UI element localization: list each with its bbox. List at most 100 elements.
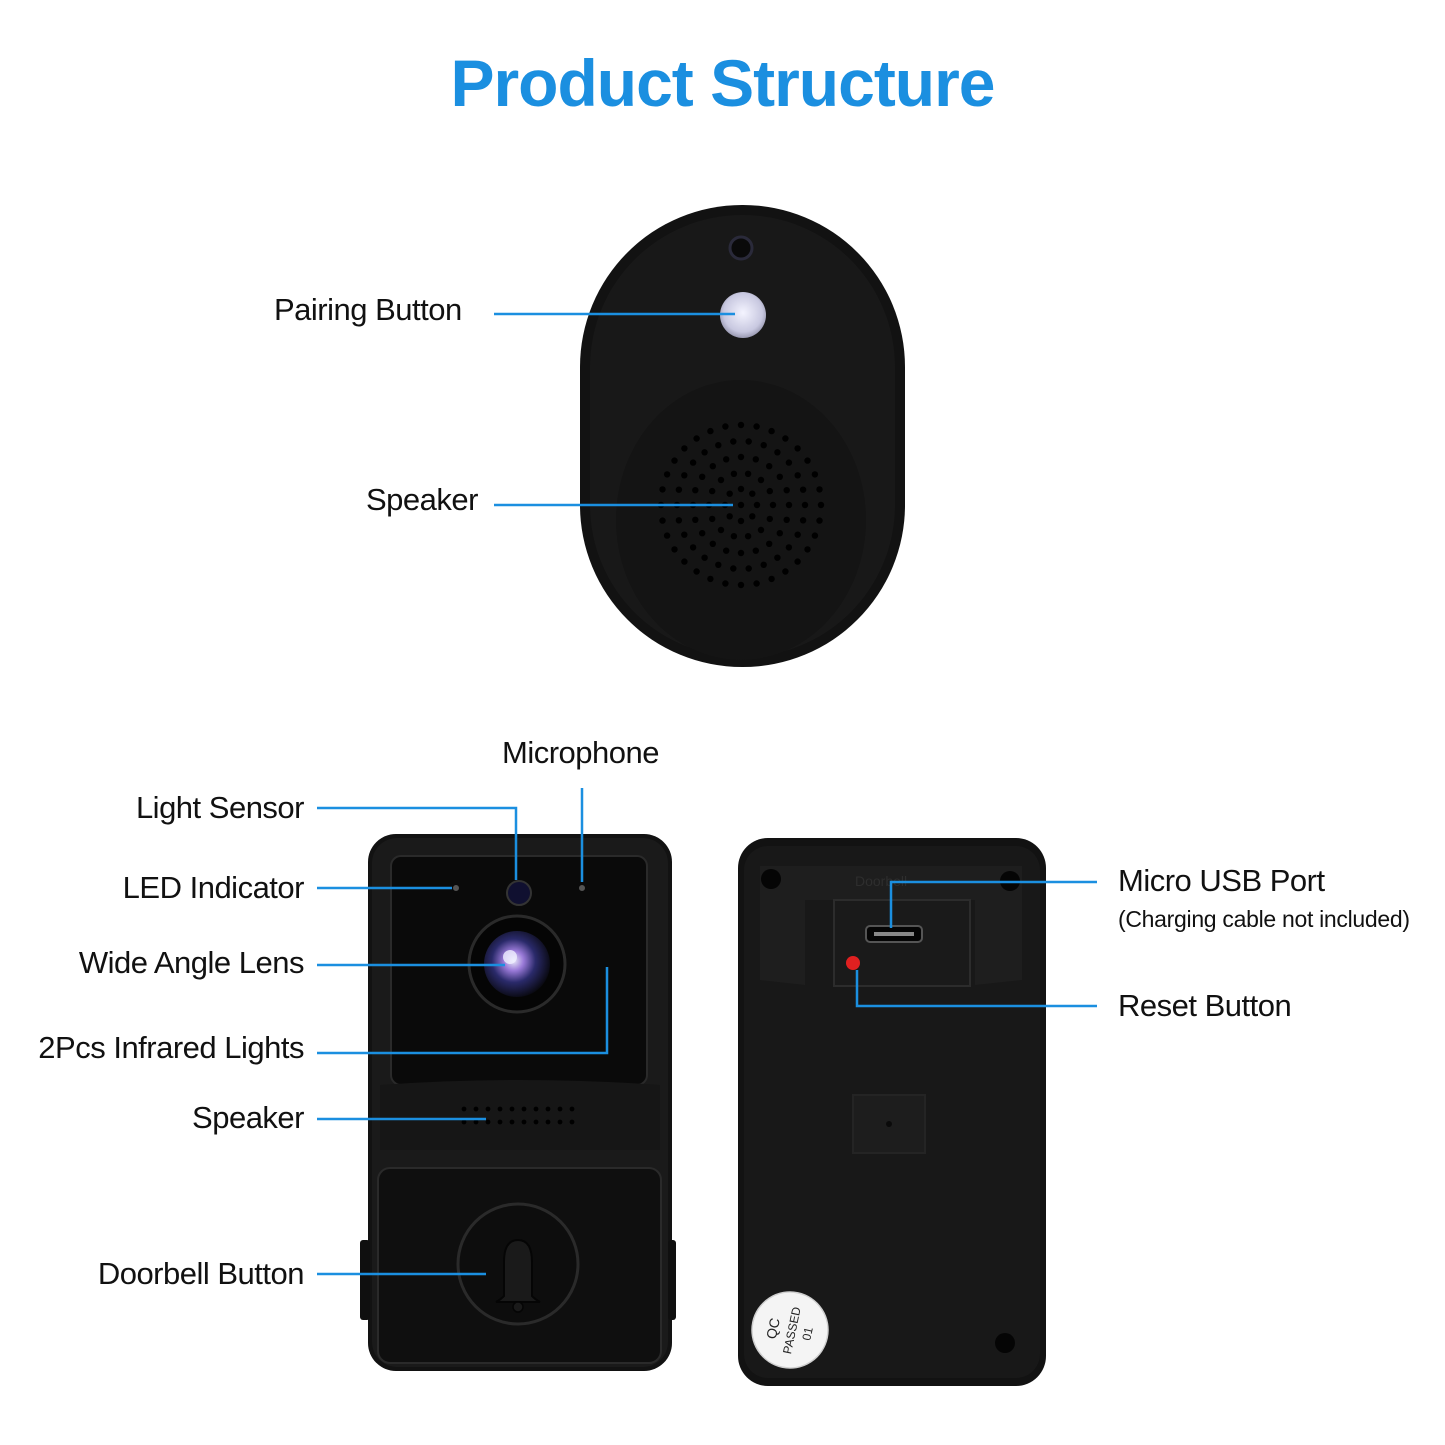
speaker-hole (569, 1106, 575, 1112)
speaker-hole (709, 487, 716, 495)
speaker-hole (753, 501, 761, 509)
speaker-hole (717, 476, 725, 484)
speaker-hole (671, 457, 678, 464)
speaker-hole (473, 1119, 479, 1125)
speaker-hole (752, 456, 759, 463)
speaker-hole (799, 517, 807, 524)
microphone-icon (579, 885, 585, 891)
speaker-hole (816, 486, 823, 493)
speaker-hole (663, 471, 671, 478)
speaker-hole (760, 561, 767, 568)
speaker-hole (737, 549, 745, 557)
speaker-hole (461, 1106, 467, 1112)
speaker-hole (681, 531, 688, 538)
speaker-hole (521, 1106, 527, 1112)
pairing-button-icon (720, 292, 766, 338)
page-title: Product Structure (450, 46, 995, 120)
line-reset-button (855, 970, 1097, 1008)
speaker-hole (737, 421, 745, 429)
svg-text:QC: QC (763, 1316, 783, 1340)
bell-icon (495, 1238, 541, 1303)
qc-sticker: QC PASSED 01 (751, 1291, 829, 1369)
speaker-hole (752, 547, 759, 554)
speaker-hole (693, 568, 700, 575)
speaker-hole (744, 470, 752, 477)
speaker-hole (497, 1106, 503, 1112)
speaker-hole (774, 449, 781, 456)
speaker-hole (533, 1106, 539, 1112)
speaker-hole (730, 470, 738, 477)
speaker-hole (659, 517, 666, 524)
speaker-hole (509, 1106, 515, 1112)
speaker-hole (569, 1119, 575, 1125)
speaker-hole (709, 515, 716, 523)
leader-lines (317, 312, 1097, 1276)
speaker-hole (692, 516, 699, 523)
speaker-hole (726, 490, 733, 497)
speaker-hole (744, 533, 752, 540)
speaker-hole (768, 575, 775, 583)
speaker-hole (699, 530, 706, 537)
label-wide-angle-lens: Wide Angle Lens (78, 945, 305, 980)
speaker-hole (723, 456, 730, 463)
speaker-hole (753, 423, 760, 430)
label-front-speaker: Speaker (192, 1100, 304, 1135)
speaker-hole (485, 1119, 491, 1125)
speaker-hole (726, 513, 733, 520)
speaker-hole (689, 459, 697, 466)
speaker-hole (715, 561, 722, 568)
speaker-hole (681, 445, 688, 452)
speaker-hole (753, 580, 760, 587)
speaker-hole (749, 490, 756, 497)
label-light-sensor: Light Sensor (135, 790, 305, 825)
front-speaker-grille (461, 1106, 575, 1125)
speaker-hole (785, 544, 793, 551)
svg-text:01: 01 (799, 1325, 816, 1341)
label-reset-button: Reset Button (1118, 988, 1292, 1023)
speaker-hole (816, 517, 823, 524)
speaker-hole (799, 486, 807, 493)
speaker-hole (681, 472, 688, 479)
speaker-hole (722, 423, 729, 430)
speaker-hole (557, 1119, 563, 1125)
label-infrared-lights: 2Pcs Infrared Lights (38, 1030, 304, 1065)
speaker-hole (663, 532, 671, 539)
speaker-hole (692, 487, 699, 494)
speaker-hole (545, 1106, 551, 1112)
speaker-hole (722, 580, 729, 587)
speaker-hole (766, 487, 773, 495)
speaker-hole (693, 435, 700, 442)
speaker-hole (804, 546, 811, 553)
speaker-hole (737, 581, 745, 589)
speaker-hole (745, 438, 752, 445)
speaker-hole (737, 453, 745, 461)
chime-speaker-grille (657, 421, 825, 589)
line-infrared-lights (317, 967, 609, 1055)
speaker-hole (785, 459, 793, 466)
label-chime-speaker: Speaker (366, 482, 478, 517)
label-doorbell-button: Doorbell Button (97, 1256, 305, 1291)
speaker-hole (757, 476, 765, 484)
speaker-hole (461, 1119, 467, 1125)
speaker-hole (701, 554, 708, 561)
speaker-hole (794, 445, 801, 452)
speaker-hole (774, 554, 781, 561)
speaker-hole (776, 530, 783, 537)
speaker-hole (707, 427, 714, 435)
front-doorbell (360, 834, 676, 1371)
reset-button-icon (846, 956, 860, 970)
speaker-hole (783, 516, 790, 523)
speaker-hole (776, 473, 783, 480)
speaker-hole (473, 1106, 479, 1112)
speaker-hole (730, 533, 738, 540)
speaker-hole (804, 457, 811, 464)
speaker-hole (509, 1119, 515, 1125)
label-microphone: Microphone (502, 735, 659, 770)
speaker-hole (737, 501, 745, 509)
label-micro-usb-note: (Charging cable not included) (1118, 906, 1410, 932)
speaker-hole (745, 565, 752, 572)
speaker-hole (801, 501, 809, 509)
back-embossed-text: Doorbell (855, 873, 907, 889)
speaker-hole (709, 540, 716, 547)
speaker-hole (723, 547, 730, 554)
